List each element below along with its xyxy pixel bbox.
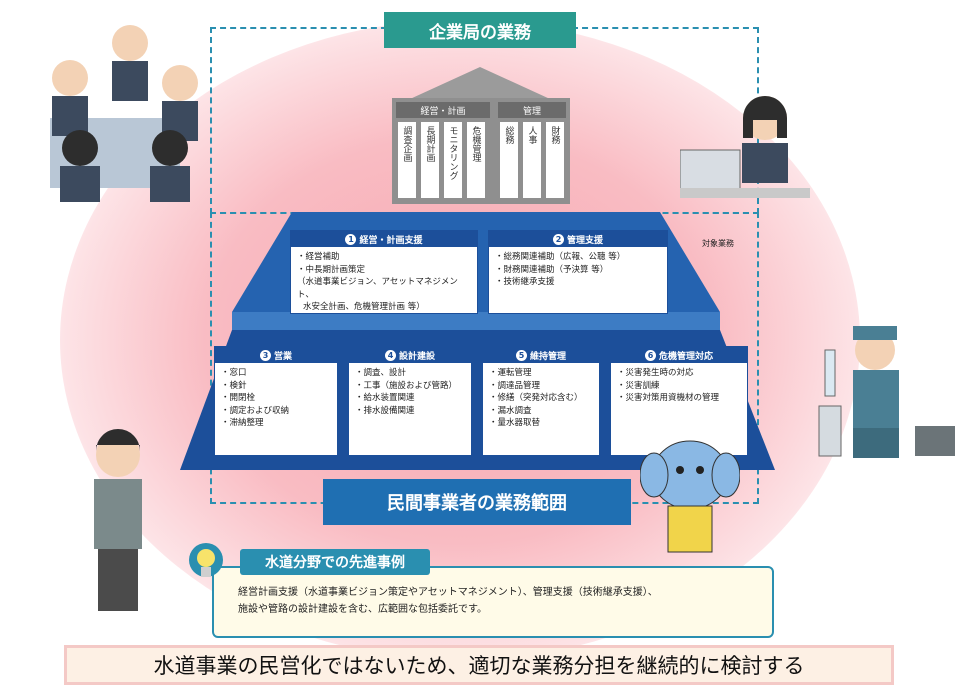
case-line: 施設や管路の設計建設を含む、広範囲な包括委託です。 — [238, 604, 487, 615]
pillar: 長期計画 — [421, 122, 439, 198]
pillar: モニタリング — [444, 122, 462, 198]
card-item: ・修繕（突発対応含む） — [489, 393, 583, 403]
elephant-mascot-illustration — [640, 440, 740, 553]
card-title: 設計建設 — [398, 351, 435, 362]
card-item: ・運転管理 — [489, 368, 532, 378]
pillar: 財務 — [546, 122, 564, 198]
advanced-case-header: 水道分野での先進事例 — [240, 549, 430, 575]
card-number: 2 — [552, 233, 564, 245]
lightbulb-icon — [189, 543, 223, 577]
card-title: 営業 — [273, 351, 292, 362]
pillar: 人事 — [523, 122, 541, 198]
card-item: ・工事（施設および管路） — [355, 380, 458, 391]
card-number: 1 — [345, 233, 357, 245]
card-item: ・総務関連補助（広報、公聴 等） — [495, 252, 626, 262]
card-number: 5 — [515, 349, 527, 361]
card-title: 危機管理対応 — [658, 351, 713, 362]
card-title: 経営・計画支援 — [359, 235, 423, 246]
card-title: 維持管理 — [529, 351, 566, 362]
management-building: 経営・計画 管理 調査企画 長期計画 モニタリング 危機管理 総務 人事 財務 — [392, 98, 570, 204]
card-number: 6 — [644, 349, 656, 361]
card-item: （水道事業ビジョン、アセットマネジメント、 — [297, 277, 458, 300]
card-item: ・窓口 — [221, 368, 247, 378]
pillar: 危機管理 — [467, 122, 485, 198]
case-line: 経営計画支援（水道事業ビジョン策定やアセットマネジメント）、管理支援（技術継承支… — [238, 587, 658, 598]
title-box: 企業局の業務 — [384, 12, 576, 48]
bottom-message: 水道事業の民営化ではないため、適切な業務分担を継続的に検討する — [64, 645, 894, 685]
card-item: ・財務関連補助（予決算 等） — [495, 264, 609, 275]
card-item: ・排水設備関連 — [355, 405, 415, 416]
building-roof — [410, 67, 550, 99]
card-item: ・技術継承支援 — [495, 277, 555, 287]
card-item: ・調定および収納 — [221, 405, 290, 416]
pillar: 総務 — [500, 122, 518, 198]
card-title: 管理支援 — [566, 235, 603, 246]
group-label-admin: 管理 — [498, 102, 566, 118]
card-item: ・漏水調査 — [489, 405, 532, 416]
card-number: 3 — [259, 349, 271, 361]
advanced-case-text: 経営計画支援（水道事業ビジョン策定やアセットマネジメント）、管理支援（技術継承支… — [238, 584, 758, 618]
advanced-case-box — [212, 566, 774, 638]
meeting-people-illustration — [50, 25, 198, 202]
pillar: 調査企画 — [398, 122, 416, 198]
private-scope-label: 民間事業者の業務範囲 — [323, 479, 631, 525]
office-worker-laptop-illustration — [680, 96, 810, 198]
card-item: ・中長期計画策定 — [297, 264, 366, 275]
card-item: 水安全計画、危機管理計画 等） — [303, 302, 425, 312]
group-label-planning: 経営・計画 — [396, 102, 490, 118]
card-item: ・経営補助 — [297, 252, 340, 262]
card-item: ・災害発生時の対応 — [617, 368, 694, 378]
card-item: ・開閉栓 — [221, 393, 256, 403]
card-item: ・災害対策用資機材の管理 — [617, 393, 720, 403]
card-item: ・検針 — [221, 380, 247, 391]
target-label: 対象業務 — [702, 239, 734, 248]
card-item: ・滞納整理 — [221, 418, 264, 428]
card-number: 4 — [384, 349, 396, 361]
card-item: ・災害訓練 — [617, 380, 660, 391]
card-item: ・給水装置関連 — [355, 393, 415, 403]
card-item: ・調査、設計 — [355, 368, 407, 378]
male-worker-illustration — [94, 429, 142, 611]
card-item: ・量水器取替 — [489, 418, 541, 428]
card-item: ・調達品管理 — [489, 380, 541, 391]
worker-with-test-tube-illustration — [818, 326, 955, 458]
